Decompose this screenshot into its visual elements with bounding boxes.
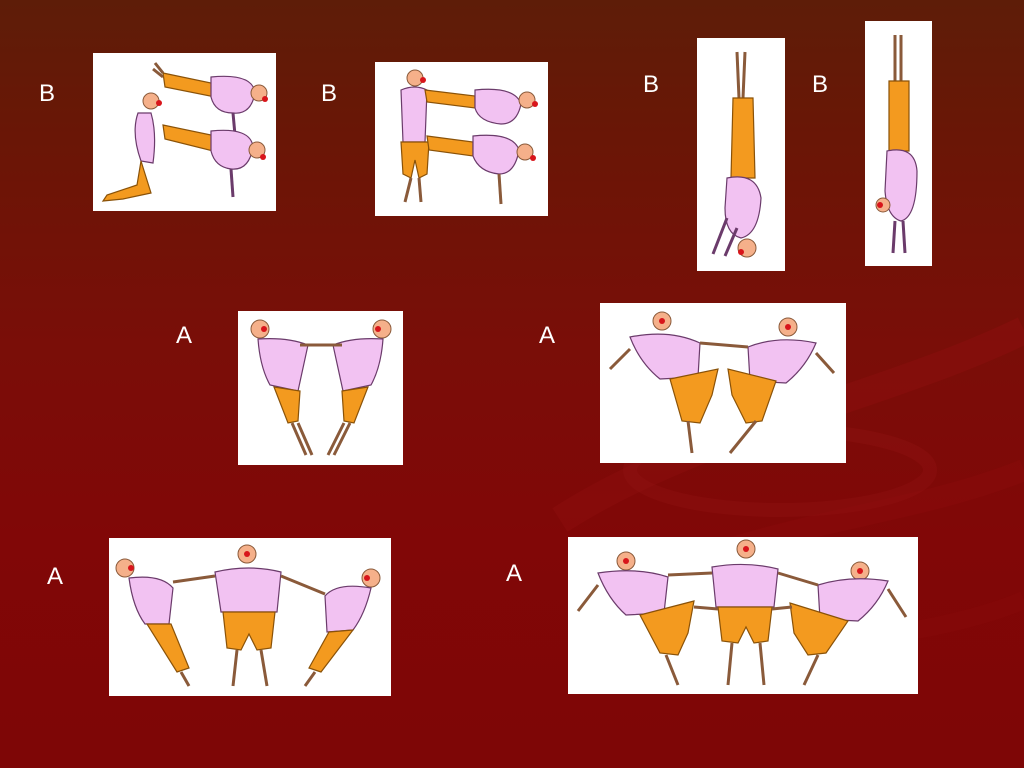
letter-label-b: B — [643, 71, 660, 98]
figure-letter-b-headstand — [697, 38, 785, 271]
letter-label-a: A — [539, 322, 556, 349]
letter-label-a: A — [47, 563, 64, 590]
letter-label-b: B — [39, 80, 56, 107]
figure-letter-a-three-people — [109, 538, 391, 696]
figure-letter-a-two-people — [600, 303, 846, 463]
figure-letter-b-three-people — [93, 53, 276, 211]
letter-label-b: B — [812, 71, 829, 98]
figure-letter-a-two-people — [238, 311, 403, 465]
letter-label-a: A — [506, 560, 523, 587]
figure-letter-a-three-people — [568, 537, 918, 694]
letter-label-b: B — [321, 80, 338, 107]
figure-letter-b-three-people — [375, 62, 548, 216]
figure-letter-b-handstand — [865, 21, 932, 266]
letter-label-a: A — [176, 322, 193, 349]
